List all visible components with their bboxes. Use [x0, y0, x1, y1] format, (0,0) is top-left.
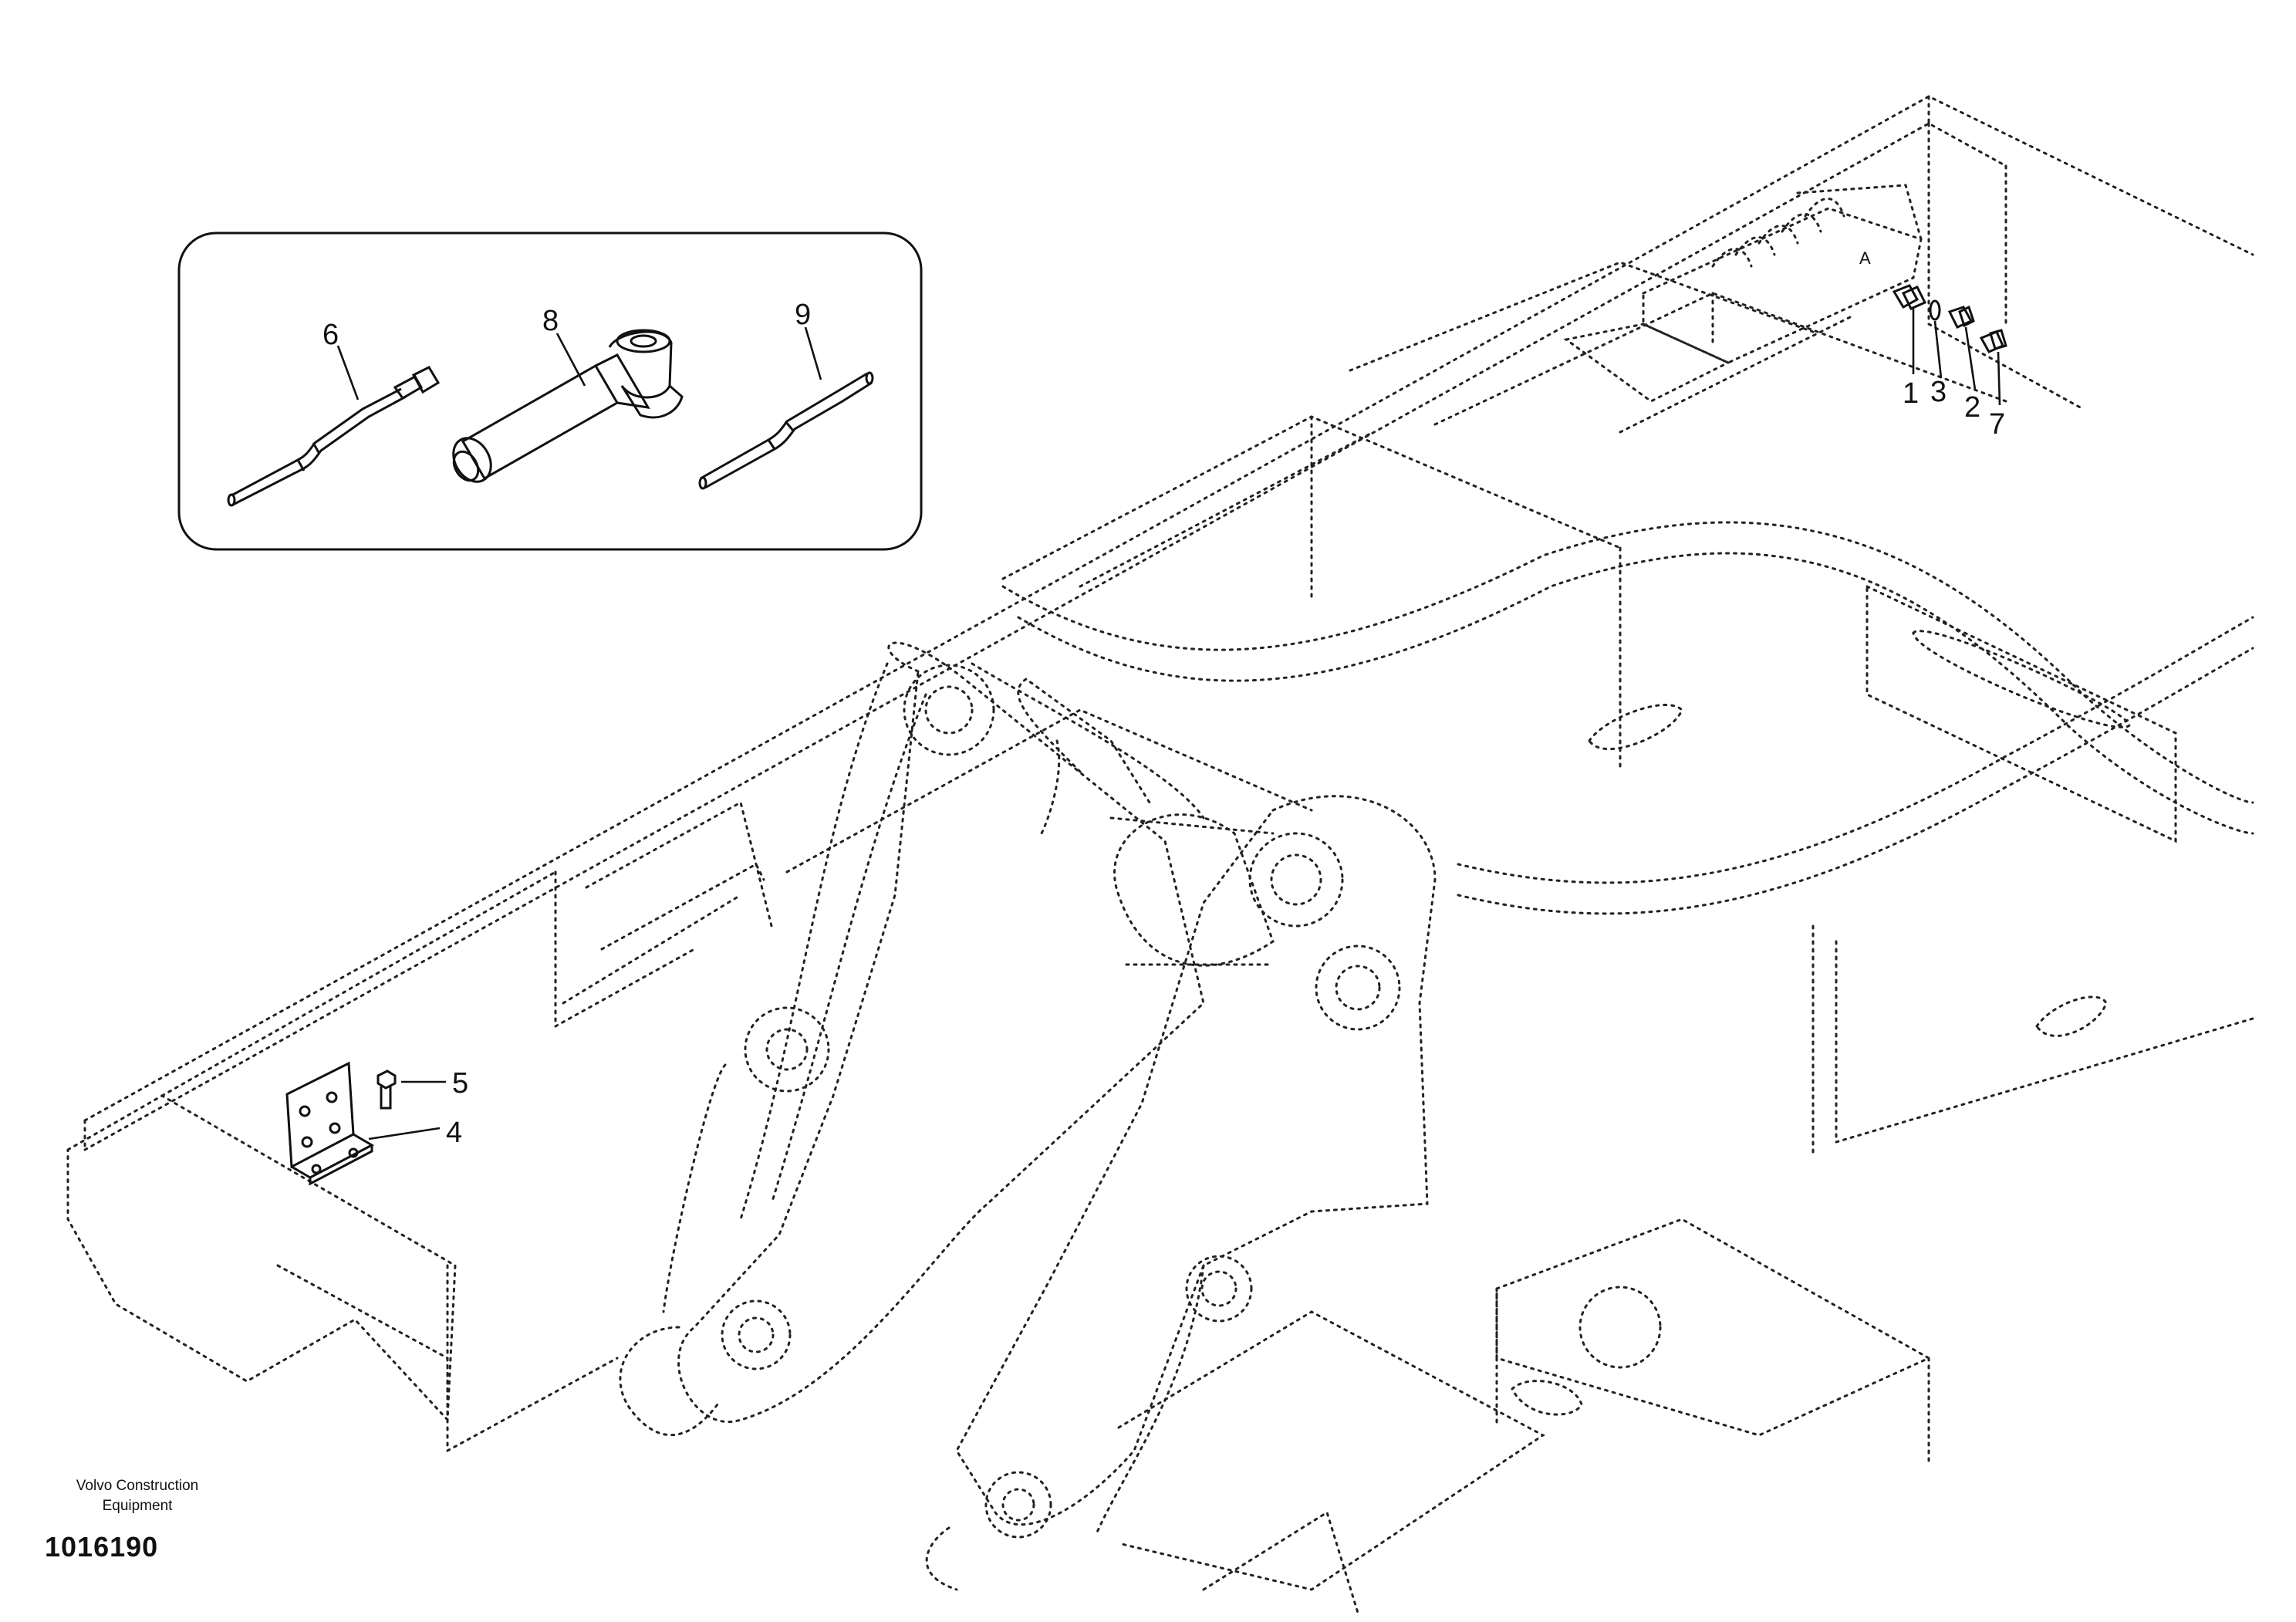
pump-8-icon: [452, 329, 684, 483]
callout-8: 8: [542, 305, 559, 337]
bolt-5-icon: [376, 1070, 397, 1110]
callout-2: 2: [1964, 391, 1980, 424]
frame-outline: [66, 95, 2254, 1614]
fittings-group: [1892, 284, 2007, 406]
company-name: Volvo Construction Equipment: [45, 1476, 230, 1516]
bracket-4-icon: [285, 1061, 375, 1186]
callout-7: 7: [1989, 408, 2005, 441]
company-line-2: Equipment: [102, 1498, 173, 1514]
fitting-7-icon: [1979, 329, 2007, 353]
callout-5: 5: [452, 1067, 468, 1100]
company-line-1: Volvo Construction: [76, 1478, 199, 1494]
hose-9-icon: [698, 371, 874, 490]
boom-brackets: [619, 641, 1437, 1591]
callout-1: 1: [1903, 377, 1919, 410]
callout-4: 4: [446, 1117, 462, 1149]
hose-6-icon: [227, 366, 441, 507]
callout-9: 9: [795, 299, 811, 331]
o-ring-3-icon: [1929, 299, 1941, 321]
callout-3: 3: [1930, 376, 1947, 408]
callout-6: 6: [322, 319, 339, 351]
fitting-1-icon: [1892, 284, 1927, 310]
figure-number: 1016190: [45, 1531, 159, 1563]
control-valve-block: [1563, 184, 1923, 403]
fitting-2-icon: [1947, 305, 1975, 329]
detail-label-a: A: [1859, 248, 1871, 268]
inset-panel: [177, 231, 923, 551]
